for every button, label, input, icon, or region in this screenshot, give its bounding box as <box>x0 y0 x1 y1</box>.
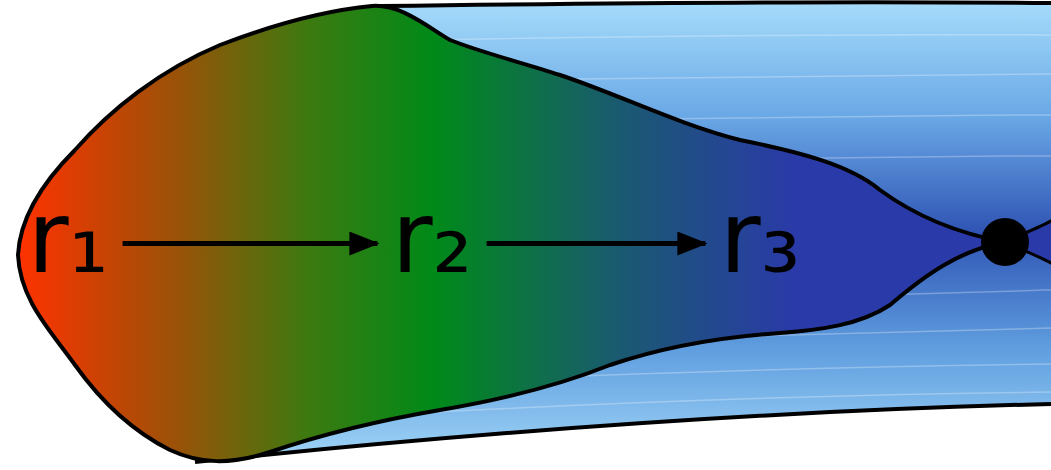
term-text: r₁ <box>27 188 108 288</box>
tube-wall <box>380 2 1051 6</box>
term-text: r₂ <box>391 188 472 288</box>
stagnation-point <box>981 218 1029 266</box>
term-label: r₁ <box>27 188 108 288</box>
term-label: r₂ <box>391 188 472 288</box>
flow-arrow <box>123 241 378 246</box>
flow-arrow <box>487 241 706 246</box>
term-label: r₃ <box>719 188 800 288</box>
term-text: r₃ <box>719 188 800 288</box>
flow-blob <box>18 6 1005 461</box>
